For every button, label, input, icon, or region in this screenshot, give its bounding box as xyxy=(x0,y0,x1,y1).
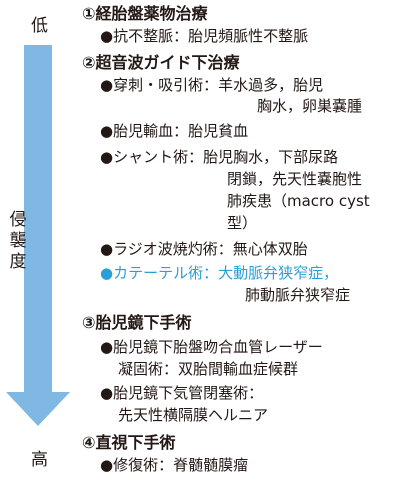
invasiveness-arrow xyxy=(6,45,70,426)
section-heading: ②超音波ガイド下治療 xyxy=(82,53,240,72)
list-item: ●修復術：脊髄髄膜瘤 xyxy=(100,456,249,474)
list-item: ●胎児鏡下胎盤吻合血管レーザー xyxy=(100,338,323,356)
list-item-continuation: 胸水，卵巣嚢腫 xyxy=(257,97,363,115)
section-heading: ④直視下手術 xyxy=(82,433,176,452)
axis-mid-char: 襲 xyxy=(9,231,27,251)
axis-mid-char: 度 xyxy=(9,252,27,272)
list-item-continuation: 型） xyxy=(227,214,258,232)
list-item: ●胎児輸血：胎児貧血 xyxy=(100,122,249,140)
list-item: ●ラジオ波焼灼術：無心体双胎 xyxy=(100,240,308,258)
list-item: ●シャント術：胎児胸水，下部尿路 xyxy=(100,148,339,166)
list-item-continuation: 先天性横隔膜ヘルニア xyxy=(118,406,269,424)
section-heading: ③胎児鏡下手術 xyxy=(82,313,192,332)
list-item-continuation: 凝固術：双胎間輸血症候群 xyxy=(118,360,299,378)
list-item-highlighted: ●カテーテル術：大動脈弁狭窄症， xyxy=(100,264,339,282)
list-item: ●穿刺・吸引術：羊水過多，胎児 xyxy=(100,76,324,94)
section-heading: ①経胎盤薬物治療 xyxy=(82,4,208,23)
list-item-continuation: 閉鎖，先天性嚢胞性 xyxy=(227,170,363,188)
axis-mid-char: 侵 xyxy=(9,210,27,230)
list-item: ●胎児鏡下気管閉塞術： xyxy=(100,384,264,402)
axis-high-label: 高 xyxy=(31,450,48,470)
axis-low-label: 低 xyxy=(31,16,48,36)
axis-mid-label: 侵 襲 度 xyxy=(7,210,29,273)
list-item-continuation: 肺動脈弁狭窄症 xyxy=(245,286,351,304)
list-item-continuation: 肺疾患（macro cyst xyxy=(227,192,370,210)
list-item: ●抗不整脈：胎児頻脈性不整脈 xyxy=(100,27,309,45)
